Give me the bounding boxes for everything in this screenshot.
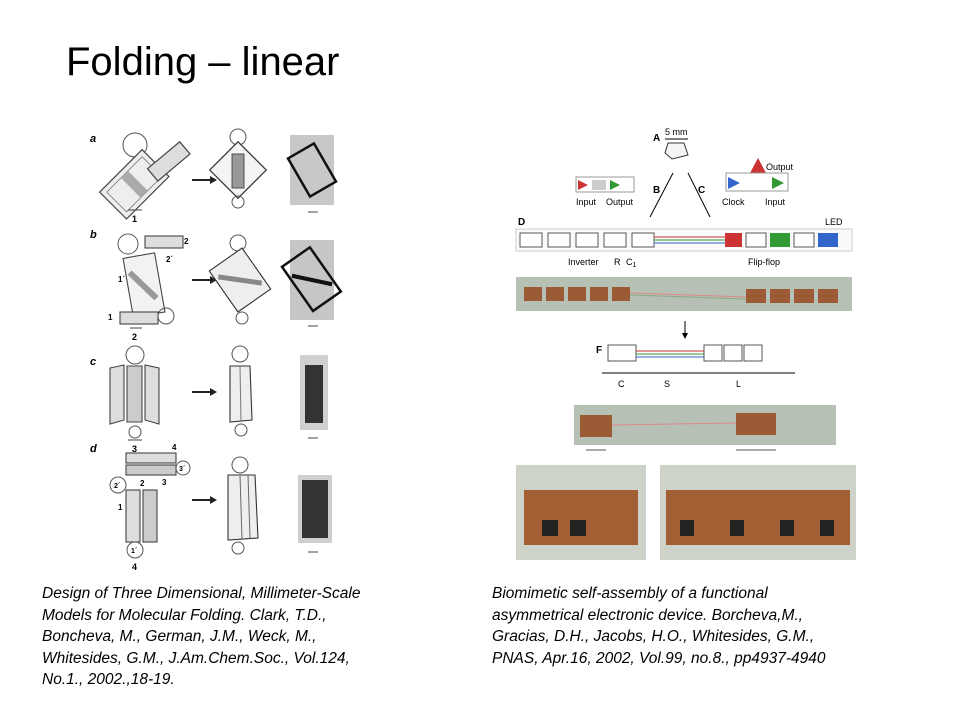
g-closeup-photos xyxy=(516,465,856,560)
left-num-d-1prime: 1´ xyxy=(131,548,138,555)
scale-label: 5 mm xyxy=(665,127,688,137)
left-num-d-3: 3 xyxy=(162,478,167,487)
flipflop-label: Flip-flop xyxy=(748,257,780,267)
right-caption-line: asymmetrical electronic device. Borcheva… xyxy=(492,606,803,624)
inverter-label: Inverter xyxy=(568,257,599,267)
folding-models-figure: a 1 b 2 2´ xyxy=(90,128,343,572)
left-num-d-4-bottom: 4 xyxy=(132,562,137,572)
left-num-d-3prime: 3´ xyxy=(179,466,186,473)
f-s-label: S xyxy=(664,379,670,389)
c-input-label: Input xyxy=(765,197,786,207)
panel-label-d: d xyxy=(90,443,97,455)
c1-subscript: 1 xyxy=(633,262,637,269)
f-c-label: C xyxy=(618,379,625,389)
row-b: b 2 2´ 1´ 1 2 xyxy=(90,229,343,342)
d-flipflop-blocks xyxy=(725,232,838,248)
c1-text: C xyxy=(626,257,633,267)
left-caption-line: No.1., 2002.,18-19. xyxy=(42,671,175,688)
panel-label-F: F xyxy=(596,345,602,356)
b-output-label: Output xyxy=(606,197,634,207)
b-input-label: Input xyxy=(576,197,597,207)
left-num-d-2: 2 xyxy=(140,479,145,488)
left-caption: Design of Three Dimensional, Millimeter-… xyxy=(42,583,462,691)
d-inverter-blocks xyxy=(519,232,655,248)
left-num-b-2prime: 2´ xyxy=(166,255,173,264)
panel-label-C: C xyxy=(698,185,705,196)
left-num-b-1: 1 xyxy=(108,313,113,322)
left-num-d-4: 4 xyxy=(172,443,177,452)
left-caption-line: Design of Three Dimensional, Millimeter-… xyxy=(42,585,361,602)
left-num-d-2prime: 2´ xyxy=(114,483,121,490)
left-num-d-1: 1 xyxy=(118,503,123,512)
left-num-b-1prime: 1´ xyxy=(118,275,125,284)
c1-label: C1 xyxy=(626,257,637,269)
left-num-a-1: 1 xyxy=(132,214,137,224)
right-caption: Biomimetic self-assembly of a functional… xyxy=(492,583,932,669)
led-label: LED xyxy=(825,217,843,227)
slide-title: Folding – linear xyxy=(66,40,340,84)
left-num-c-3: 3 xyxy=(132,444,137,454)
panel-label-D: D xyxy=(518,217,525,228)
panel-label-c: c xyxy=(90,356,96,368)
f-l-label: L xyxy=(736,379,741,389)
left-num-b-2-bottom: 2 xyxy=(132,332,137,342)
right-caption-line: Biomimetic self-assembly of a functional xyxy=(492,585,768,602)
c-output-label: Output xyxy=(766,162,794,172)
row-a: a 1 xyxy=(90,128,338,224)
right-caption-line: Gracias, D.H., Jacobs, H.O., Whitesides,… xyxy=(492,628,815,645)
e-device-photos xyxy=(524,287,838,303)
row-c: c 3 xyxy=(90,345,328,454)
panel-label-b: b xyxy=(90,229,97,241)
panel-label-B: B xyxy=(653,185,660,196)
right-caption-line: PNAS, Apr.16, 2002, Vol.99, no.8., pp493… xyxy=(492,649,826,667)
panel-label-A: A xyxy=(653,133,660,144)
left-caption-line: Models for Molecular Folding. Clark, T.D… xyxy=(42,606,327,624)
c-clock-label: Clock xyxy=(722,197,745,207)
panel-label-a: a xyxy=(90,133,96,145)
row-d: d 4 3´ 2´ 3 2 1 1´ 4 xyxy=(90,443,332,572)
electronic-device-figure: A 5 mm B C Input Output Output Clock Inp… xyxy=(515,127,856,560)
left-caption-line: Boncheva, M., German, J.M., Weck, M., xyxy=(42,628,317,645)
left-num-b-2: 2 xyxy=(184,237,189,246)
r-label: R xyxy=(614,257,621,267)
left-caption-line: Whitesides, G.M., J.Am.Chem.Soc., Vol.12… xyxy=(42,649,350,667)
